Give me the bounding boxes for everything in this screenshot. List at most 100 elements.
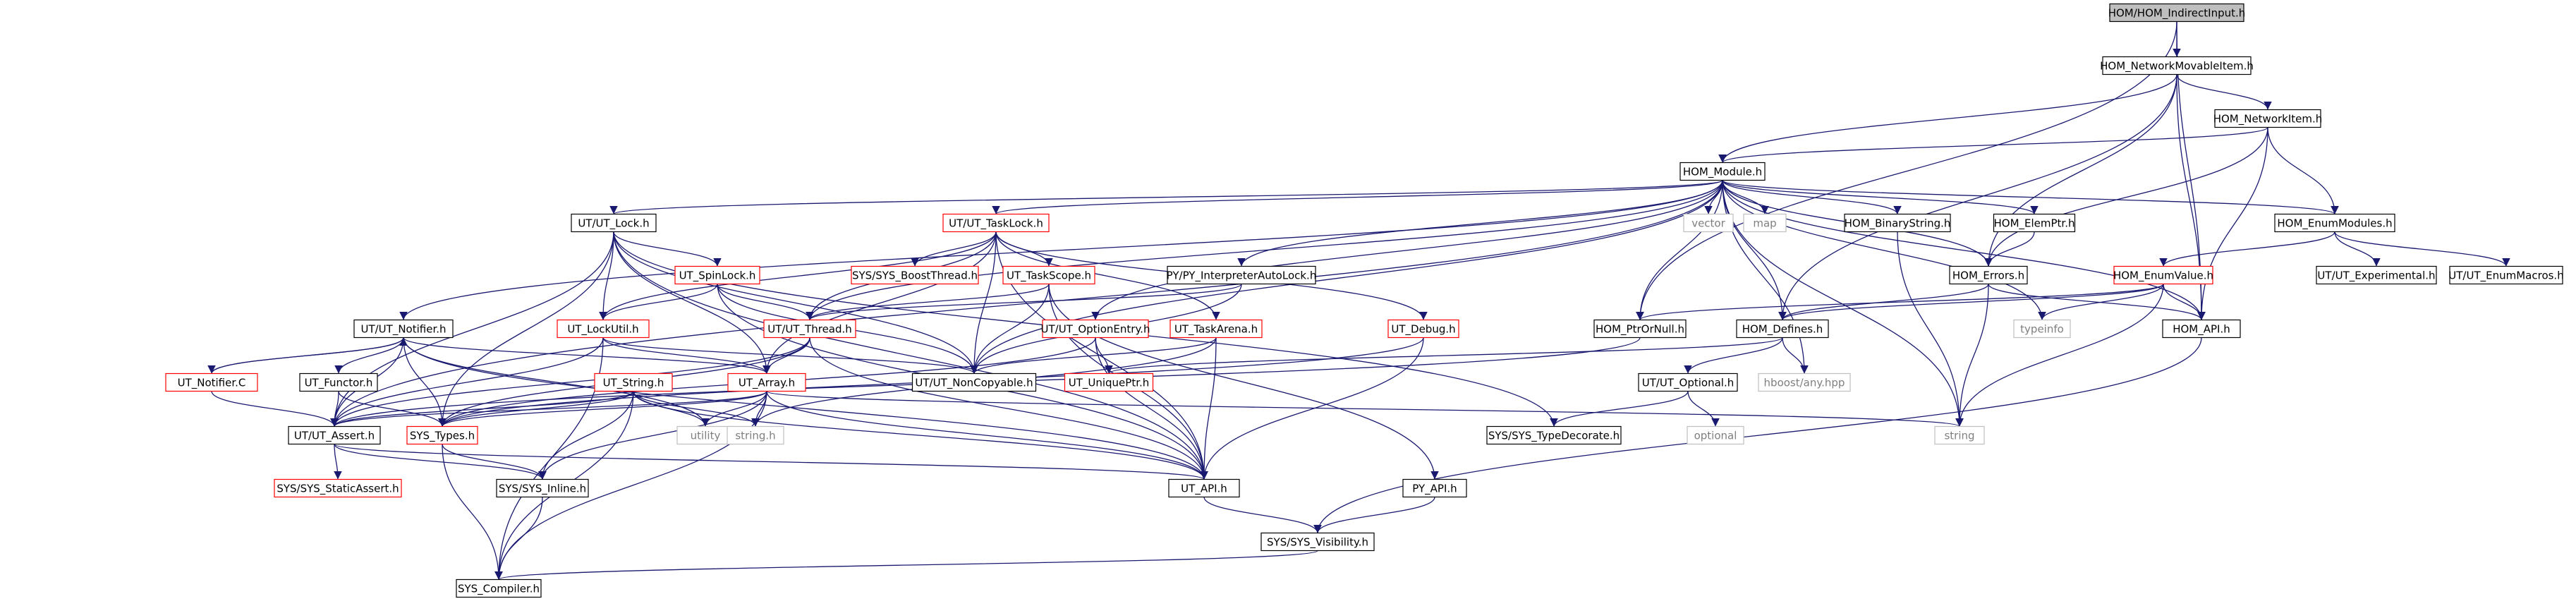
edge-netitem-to-homapi [2197,127,2268,320]
node-ut-api-h[interactable]: UT_API.h [1168,478,1240,498]
edge-array-to-stdstring [766,390,1964,428]
edge-module-to-typeinfo [1722,180,2046,320]
node-ut-functor-h[interactable]: UT_Functor.h [299,372,378,392]
node-label: UT_UniquePtr.h [1069,377,1150,390]
edge-notifier-to-systypes [403,337,446,427]
node-sys-sys-visibility-h[interactable]: SYS/SYS_Visibility.h [1260,532,1375,552]
edge-lockutil-to-array [602,337,771,374]
edge-notifierc-to-notifier [211,337,408,374]
node-sys-types-h[interactable]: SYS_Types.h [406,425,478,445]
edge-functor-to-systypes [338,391,446,427]
node-typeinfo: typeinfo [2013,319,2071,339]
node-ut-ut-noncopyable-h[interactable]: UT/UT_NonCopyable.h [911,372,1037,392]
node-ut-ut-optional-h[interactable]: UT/UT_Optional.h [1638,372,1738,392]
edge-module-to-stdstring [1722,180,1964,427]
node-box [496,478,589,498]
edge-enumvalue-to-typeinfo [2038,284,2164,320]
node-label: HOM_EnumValue.h [2113,269,2213,283]
edge-thread-to-array [763,337,810,374]
node-ut-ut-assert-h[interactable]: UT/UT_Assert.h [288,425,381,445]
node-sys-sys-staticassert-h[interactable]: SYS/SYS_StaticAssert.h [274,478,402,498]
node-box [1387,319,1459,339]
node-label: SYS/SYS_TypeDecorate.h [1488,430,1620,443]
node-sys-sys-typedecorate-h[interactable]: SYS/SYS_TypeDecorate.h [1486,425,1622,445]
edge-utlock-to-systypes [438,231,614,427]
edge-taskarena-to-noncopy [970,337,1217,374]
node-label: HOM_PtrOrNull.h [1596,323,1684,337]
edge-notifier-to-functor [334,337,404,374]
node-hom-api-h[interactable]: HOM_API.h [2162,319,2241,339]
edge-visibility-to-compiler [494,550,1318,581]
node-box [1167,265,1316,285]
edge-utlock-to-lockutil [599,231,614,320]
node-label: SYS_Types.h [410,430,475,443]
node-box [851,265,979,285]
node-box [1064,372,1154,392]
node-ut-ut-optionentry-h[interactable]: UT/UT_OptionEntry.h [1041,319,1150,339]
edge-utlock-to-spinlock [613,231,722,267]
node-sys-sys-inline-h[interactable]: SYS/SYS_Inline.h [496,478,589,498]
node-box [2013,319,2071,339]
node-hom-elemptr-h[interactable]: HOM_ElemPtr.h [1993,213,2076,233]
node-ut-string-h[interactable]: UT_String.h [594,372,673,392]
edge-string-to-systypes [438,391,634,427]
node-box [571,213,657,233]
node-ut-taskscope-h[interactable]: UT_TaskScope.h [1002,265,1095,285]
node-label: SYS/SYS_StaticAssert.h [277,483,399,496]
node-hom-hom-indirectinput-h[interactable]: HOM/HOM_IndirectInput.h [2108,3,2246,23]
node-box [1169,319,1263,339]
node-ut-uniqueptr-h[interactable]: UT_UniquePtr.h [1064,372,1154,392]
node-hom-binarystring-h[interactable]: HOM_BinaryString.h [1844,213,1951,233]
node-hom-errors-h[interactable]: HOM_Errors.h [1949,265,2028,285]
node-ut-spinlock-h[interactable]: UT_SpinLock.h [674,265,760,285]
node-ut-array-h[interactable]: UT_Array.h [727,372,806,392]
node-ut-lockutil-h[interactable]: UT_LockUtil.h [557,319,650,339]
node-box [1486,425,1622,445]
node-ut-ut-lock-h[interactable]: UT/UT_Lock.h [571,213,657,233]
edge-utlock-to-noncopy [613,231,978,374]
node-box [2102,56,2252,75]
node-hom-networkmovableitem-h[interactable]: HOM_NetworkMovableItem.h [2100,56,2254,75]
node-hom-enumvalue-h[interactable]: HOM_EnumValue.h [2113,265,2213,285]
node-ut-ut-notifier-h[interactable]: UT/UT_Notifier.h [353,319,454,339]
node-sys-compiler-h[interactable]: SYS_Compiler.h [456,578,542,598]
node-ut-ut-thread-h[interactable]: UT/UT_Thread.h [763,319,856,339]
node-box [1743,213,1787,233]
node-hom-module-h[interactable]: HOM_Module.h [1679,162,1766,181]
node-box [353,319,454,339]
node-ut-notifier-c[interactable]: UT_Notifier.C [165,372,258,392]
node-label: UT/UT_Notifier.h [360,323,446,337]
edge-tasklock-to-lockutil [599,231,997,320]
node-box [727,425,784,445]
node-hom-defines-h[interactable]: HOM_Defines.h [1736,319,1829,339]
edge-tasklock-to-taskarena [995,231,1220,320]
node-label: UT/UT_Assert.h [294,430,375,443]
edge-utapi-to-visibility [1203,497,1322,533]
node-label: PY_API.h [1412,483,1457,496]
node-ut-ut-experimental-h[interactable]: UT/UT_Experimental.h [2316,265,2437,285]
edge-module-to-pyinterp [1237,180,1723,267]
node-hom-networkitem-h[interactable]: HOM_NetworkItem.h [2213,109,2323,128]
edge-module-to-notifier [399,180,1723,320]
node-box [763,319,856,339]
node-sys-sys-boostthread-h[interactable]: SYS/SYS_BoostThread.h [851,265,979,285]
node-py-py-interpreterautolock-h[interactable]: PY/PY_InterpreterAutoLock.h [1167,265,1317,285]
node-label: UT/UT_TaskLock.h [949,217,1043,231]
node-label: UT/UT_EnumMacros.h [2448,269,2563,283]
node-ut-ut-tasklock-h[interactable]: UT/UT_TaskLock.h [942,213,1050,233]
node-py-api-h[interactable]: PY_API.h [1402,478,1467,498]
node-box [274,478,402,498]
edge-optional-to-typedecorate [1550,391,1689,427]
node-label: UT_API.h [1181,483,1227,496]
node-ut-ut-enummacros-h[interactable]: UT/UT_EnumMacros.h [2448,265,2564,285]
node-ut-debug-h[interactable]: UT_Debug.h [1387,319,1459,339]
node-box [1687,425,1744,445]
edge-module-to-utassert [330,180,1723,427]
node-hom-enummodules-h[interactable]: HOM_EnumModules.h [2274,213,2395,233]
node-hom-ptrornull-h[interactable]: HOM_PtrOrNull.h [1593,319,1687,339]
node-ut-taskarena-h[interactable]: UT_TaskArena.h [1169,319,1263,339]
node-hboost-any-hpp: hboost/any.hpp [1758,372,1851,392]
node-box [594,372,673,392]
node-box [1168,478,1240,498]
node-label: vector [1691,217,1725,230]
